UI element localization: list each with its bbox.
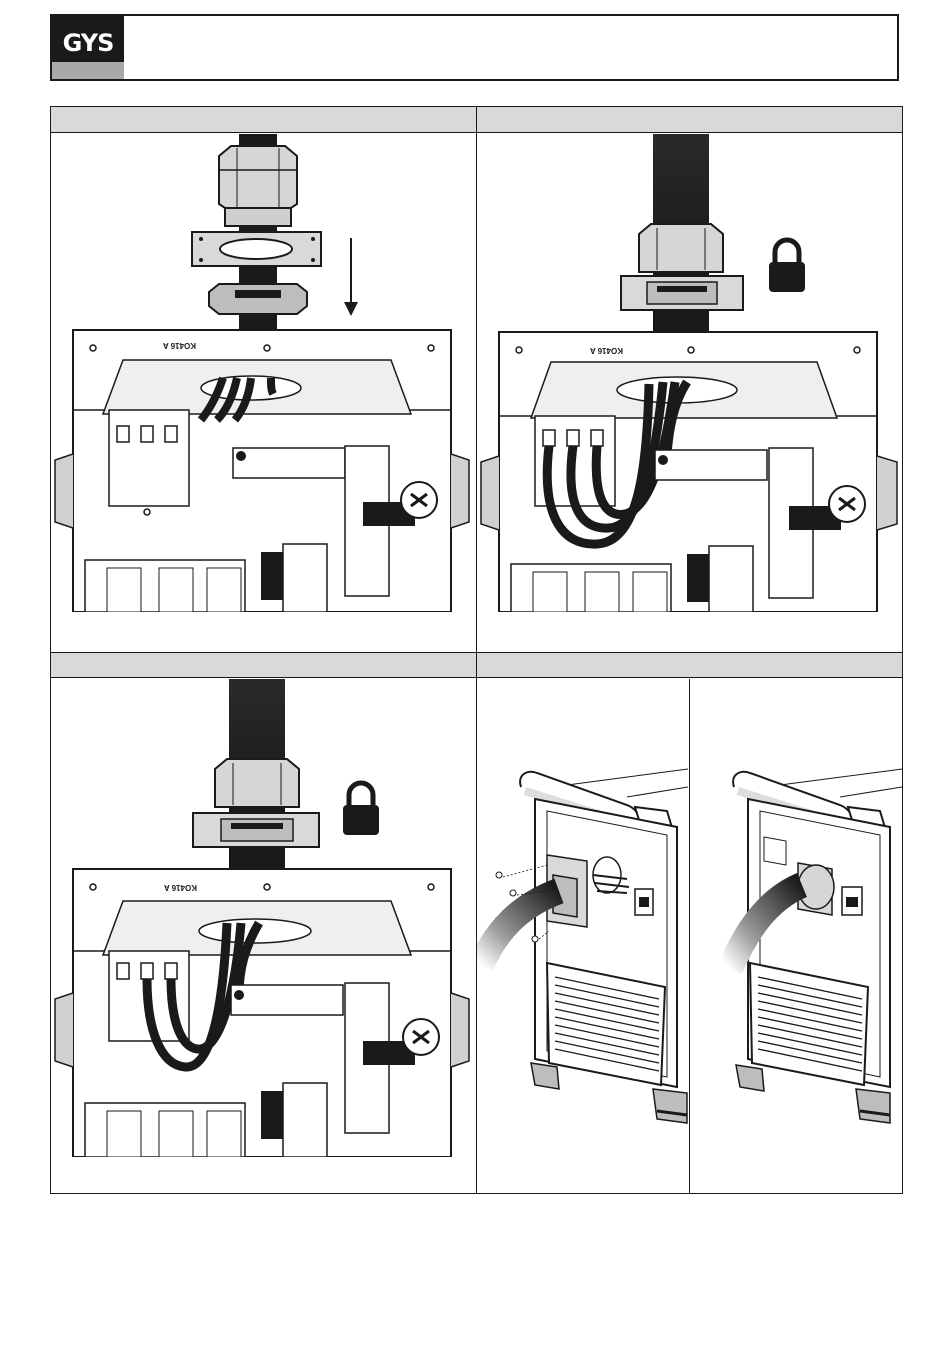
lock-icon	[769, 240, 805, 292]
gland-exploded-illustration: KO416 A	[51, 134, 475, 612]
gland-mounted-illustration: KO416 A	[477, 134, 902, 612]
wires-connected-illustration: KO416 A	[51, 679, 475, 1157]
machine-rear-gland-installed-illustration	[690, 679, 902, 1191]
page-header: GYS	[50, 14, 899, 81]
part-code-label: KO416 A	[164, 883, 197, 892]
lock-icon	[343, 783, 379, 835]
logo-text: GYS	[52, 29, 124, 57]
panel-step-3: KO416 A	[51, 679, 475, 1157]
panel-step-2: KO416 A	[477, 134, 902, 612]
panel-step-1: KO416 A	[51, 134, 475, 612]
panel-step-4-right	[690, 679, 902, 1191]
machine-rear-gland-install-illustration	[477, 679, 688, 1191]
logo-strip	[52, 62, 124, 79]
part-code-label: KO416 A	[163, 341, 196, 350]
part-code-label: KO416 A	[590, 346, 623, 355]
panel-step-4-left	[477, 679, 688, 1191]
gys-logo: GYS	[52, 16, 124, 79]
